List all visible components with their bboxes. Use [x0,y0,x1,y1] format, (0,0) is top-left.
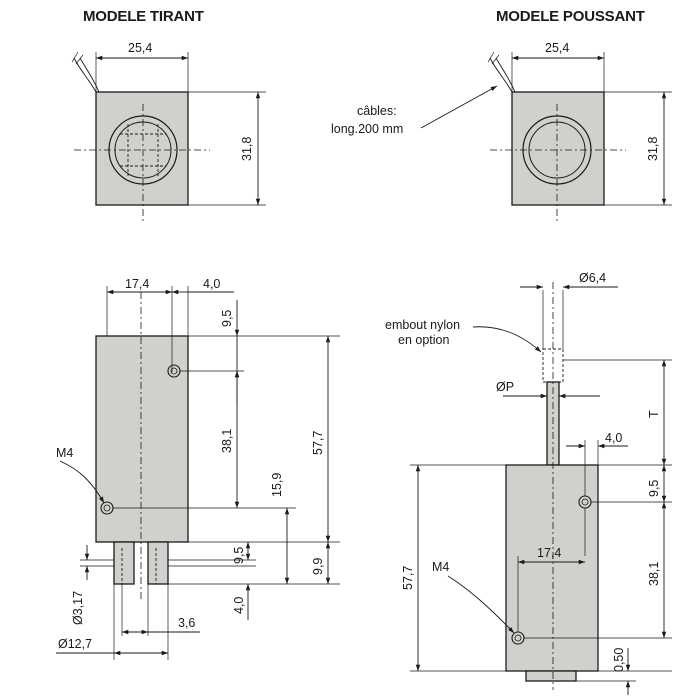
dim-15-9: 15,9 [270,473,284,497]
dim-dia-6-4: Ø6,4 [579,271,606,285]
m4-label: M4 [432,560,449,574]
cables-note-line1: câbles: [357,104,397,118]
cables-note-line2: long.200 mm [331,122,403,136]
dim-4-0: 4,0 [605,431,622,445]
dim-4-0-lower: 4,0 [232,597,246,614]
stroke-t-label: T [647,410,661,418]
plunger-stub [113,541,135,585]
poussant-side-view: Ø6,4 embout nylon en option ØP T 4,0 9,5… [385,271,672,695]
dim-57-7: 57,7 [401,566,415,590]
mount-hole [100,501,114,515]
dim-57-7: 57,7 [311,431,325,455]
dim-3-6: 3,6 [178,616,195,630]
m4-label: M4 [56,446,73,460]
dim-width: 25,4 [545,41,569,55]
dim-dia-3-17: Ø3,17 [71,591,85,625]
dim-17-4: 17,4 [125,277,149,291]
mount-hole [578,495,592,509]
tirant-side-view: 17,4 4,0 9,5 38,1 57,7 15,9 9,9 9,5 4,0 [56,277,340,660]
title-modele-tirant: MODELE TIRANT [83,8,204,25]
dim-17-4: 17,4 [537,546,561,560]
embout-note-line2: en option [398,333,449,347]
mount-hole [511,631,525,645]
cable-wire [73,57,97,93]
dim-38-1: 38,1 [647,562,661,586]
dim-height: 31,8 [646,137,660,161]
dim-9-5: 9,5 [220,310,234,327]
plunger-stub [147,541,169,585]
dim-4-0: 4,0 [203,277,220,291]
tirant-top-view: 25,4 31,8 [71,41,266,222]
dim-38-1: 38,1 [220,429,234,453]
dia-p-label: ØP [496,380,514,394]
dim-0-50: 0,50 [612,648,626,672]
dim-9-5: 9,5 [647,480,661,497]
bottom-stub [525,670,577,682]
dim-dia-12-7: Ø12,7 [58,637,92,651]
dim-9-9: 9,9 [311,558,325,575]
poussant-top-view: 25,4 31,8 câbles: long.200 mm [331,41,672,222]
dim-9-5-lower: 9,5 [232,547,246,564]
cable-wire [79,57,100,93]
dim-height: 31,8 [240,137,254,161]
embout-note-line1: embout nylon [385,318,460,332]
dim-width: 25,4 [128,41,152,55]
mount-hole [167,364,181,378]
title-modele-poussant: MODELE POUSSANT [496,8,645,25]
